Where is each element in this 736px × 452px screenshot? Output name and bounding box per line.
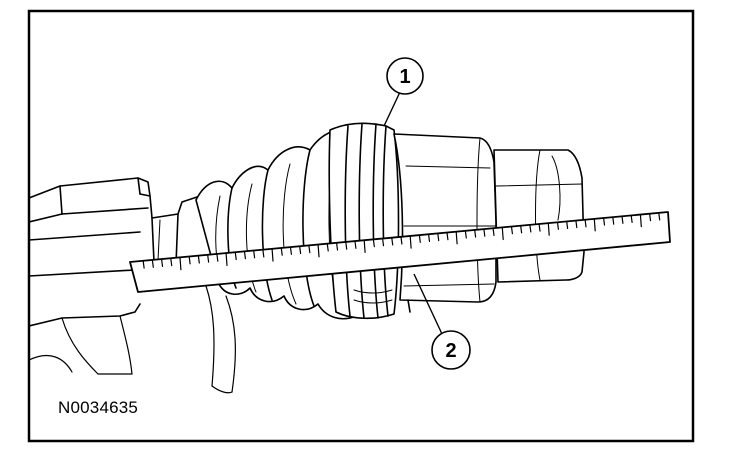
callout-1-number: 1 [399,66,410,88]
callout-1-leader [383,91,401,127]
callout-2-circle [431,330,471,370]
callout-1: 1 [383,57,424,127]
cv-joint-housing [393,133,497,313]
callout-1-circle [386,57,424,95]
figure-code: N0034635 [58,398,139,417]
stub-shaft [493,149,585,283]
callout-2: 2 [413,273,471,370]
callout-2-leader [413,273,443,335]
lower-cloth [205,285,236,394]
straightedge-graduations [142,212,661,271]
callout-2-number: 2 [445,340,456,362]
straightedge [129,211,671,293]
shaft-housing [29,177,153,375]
